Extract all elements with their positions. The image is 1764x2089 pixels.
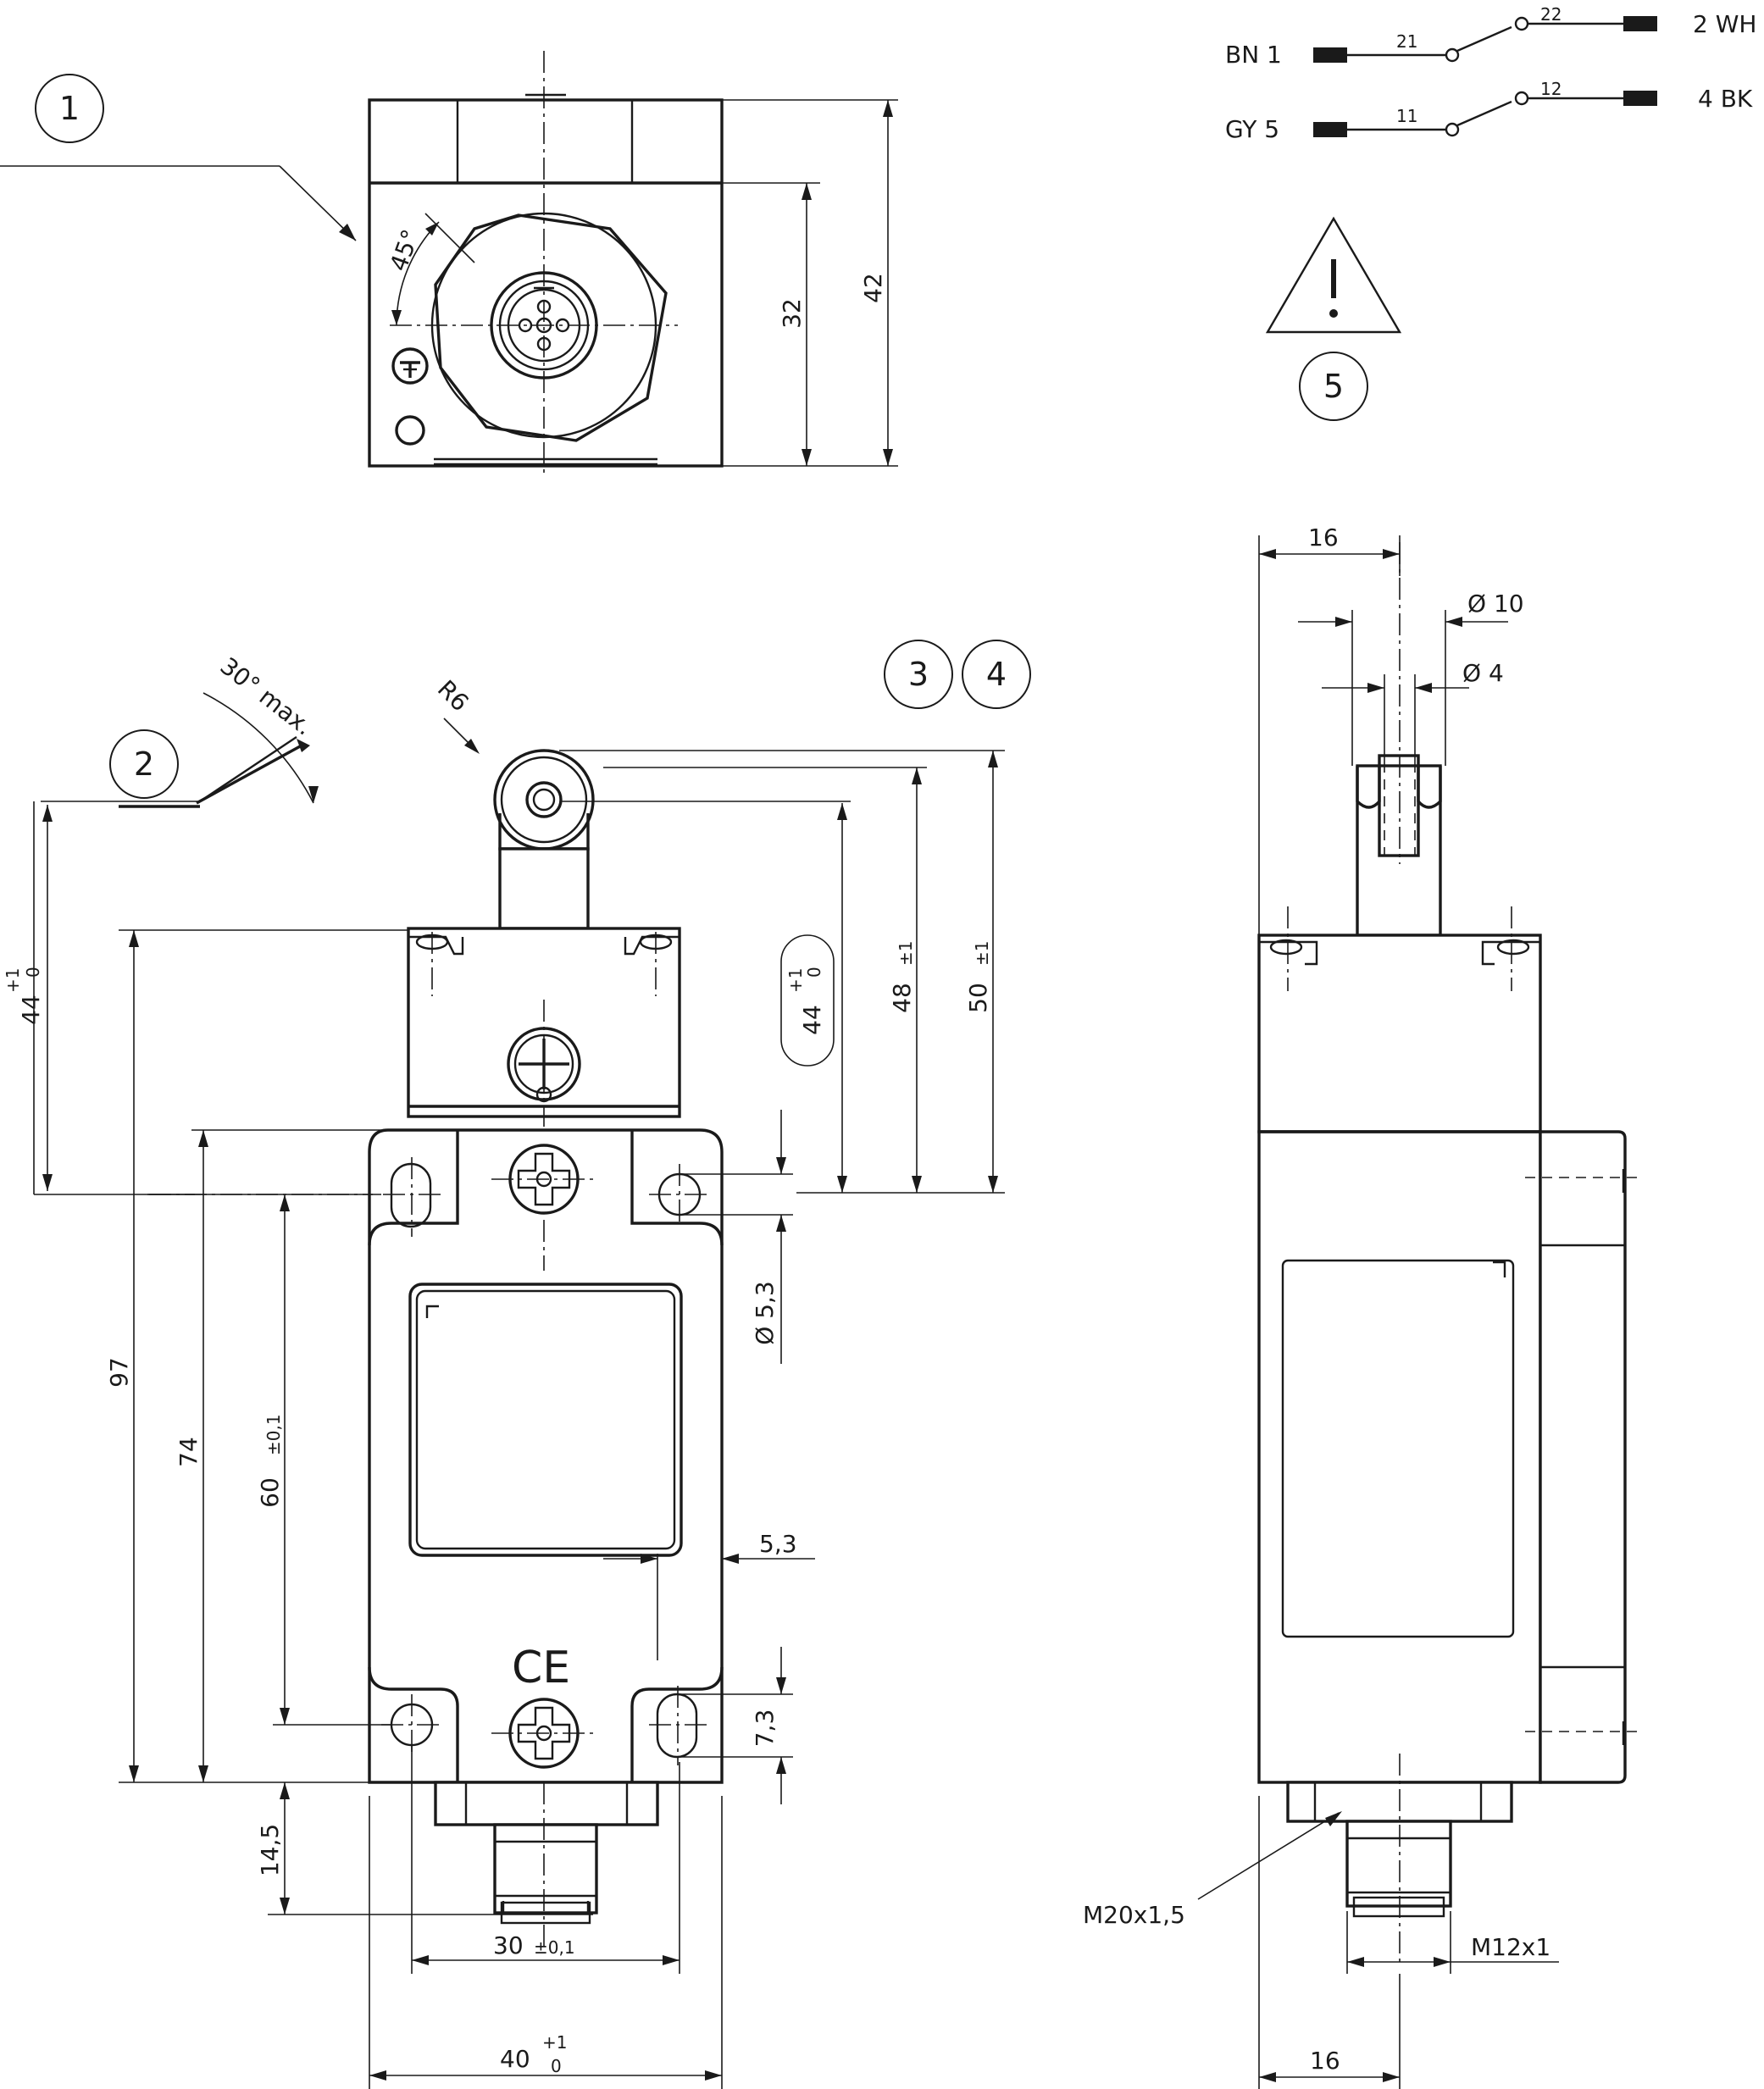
svg-text:+1: +1	[785, 968, 806, 993]
svg-text:0: 0	[804, 967, 824, 978]
top-view-housing	[368, 98, 724, 468]
svg-text:0: 0	[23, 967, 43, 978]
svg-text:±1: ±1	[972, 941, 992, 966]
side-head	[1257, 934, 1542, 1133]
dim-hole-5-3: Ø 5,3	[751, 1281, 779, 1344]
m12-connector	[493, 1823, 598, 1914]
roller-side	[1378, 754, 1420, 857]
side-label-window	[1281, 1259, 1515, 1638]
label-window	[408, 1283, 683, 1557]
callout-1: 1	[35, 74, 104, 143]
svg-text:+1: +1	[3, 968, 23, 993]
dim-14-5: 14,5	[256, 1824, 284, 1876]
hex-nut	[434, 213, 668, 442]
dim-dia-10: Ø 10	[1467, 590, 1524, 618]
svg-text:3: 3	[908, 656, 929, 693]
wire-gy5-label: GY 5	[1225, 115, 1279, 143]
callout-5: 5	[1299, 352, 1368, 421]
dim-44-left: 44	[17, 995, 45, 1025]
dim-32: 32	[778, 298, 806, 329]
dim-16-top: 16	[1308, 524, 1339, 551]
dim-dia-4: Ø 4	[1462, 659, 1504, 687]
thread-m20: M20x1,5	[1083, 1901, 1185, 1929]
dim-74: 74	[175, 1437, 202, 1467]
dim-7-3: 7,3	[751, 1709, 779, 1748]
front-view-dimensions: 44 +1 0 97 74 60 ±0,1 44 +1 0	[3, 750, 1005, 2089]
dim-44-right: 44	[798, 1005, 826, 1035]
svg-text:4: 4	[986, 656, 1007, 693]
actuator-lever	[498, 847, 590, 930]
wire-2wh-label: 2 WH	[1693, 10, 1756, 38]
dim-42: 42	[859, 273, 887, 303]
svg-text:+1: +1	[542, 2032, 567, 2053]
side-cover	[1539, 1130, 1627, 1784]
contact-21-label: 21	[1396, 31, 1417, 52]
warning-triangle-icon	[1265, 216, 1402, 334]
svg-text:1: 1	[59, 90, 80, 127]
svg-text:2: 2	[134, 745, 154, 783]
contact-22-label: 22	[1540, 4, 1562, 25]
dim-60: 60	[256, 1477, 284, 1508]
contact-wiring-diagram: BN 1 2 WH 21 22 GY 5 4 BK 11 12	[1225, 4, 1756, 143]
dim-44-badge	[780, 934, 835, 1067]
roller	[493, 749, 595, 851]
ground-icon	[391, 347, 429, 385]
wire-4bk-label: 4 BK	[1698, 85, 1753, 113]
svg-text:0: 0	[551, 2056, 562, 2076]
side-view	[1257, 542, 1644, 1965]
svg-text:±0,1: ±0,1	[263, 1414, 284, 1455]
top-view: 45° 32 42	[0, 51, 898, 474]
svg-text:±1: ±1	[896, 941, 916, 966]
ce-mark: CE	[512, 1643, 570, 1693]
wire-bn1-label: BN 1	[1225, 41, 1282, 69]
contact-12-label: 12	[1540, 79, 1562, 99]
cable-gland	[434, 1781, 659, 1826]
dim-5-3: 5,3	[759, 1530, 797, 1558]
dim-16-bottom: 16	[1310, 2047, 1340, 2075]
side-plunger	[1356, 764, 1442, 937]
dim-97: 97	[105, 1357, 133, 1388]
svg-text:5: 5	[1323, 368, 1344, 405]
dim-50: 50	[964, 983, 992, 1013]
callout-4: 4	[962, 640, 1031, 709]
dim-30: 30	[493, 1931, 524, 1959]
dim-48: 48	[888, 983, 916, 1013]
svg-text:±0,1: ±0,1	[534, 1937, 575, 1958]
side-housing	[1257, 1130, 1542, 1784]
dim-40: 40	[500, 2045, 530, 2073]
side-view-dimensions: 16 Ø 10 Ø 4 M20x1,5 M12x1 16	[1083, 524, 1559, 2089]
led-indicator	[395, 415, 425, 446]
contact-11-label: 11	[1396, 106, 1417, 126]
front-view: 30° max. R6	[41, 652, 724, 1948]
actuator-angle-label: 30° max.	[215, 652, 319, 741]
callout-3: 3	[884, 640, 953, 709]
switch-housing	[368, 1128, 724, 1784]
callout-2: 2	[109, 729, 179, 799]
thread-m12: M12x1	[1471, 1933, 1550, 1961]
roller-radius-label: R6	[432, 674, 474, 717]
